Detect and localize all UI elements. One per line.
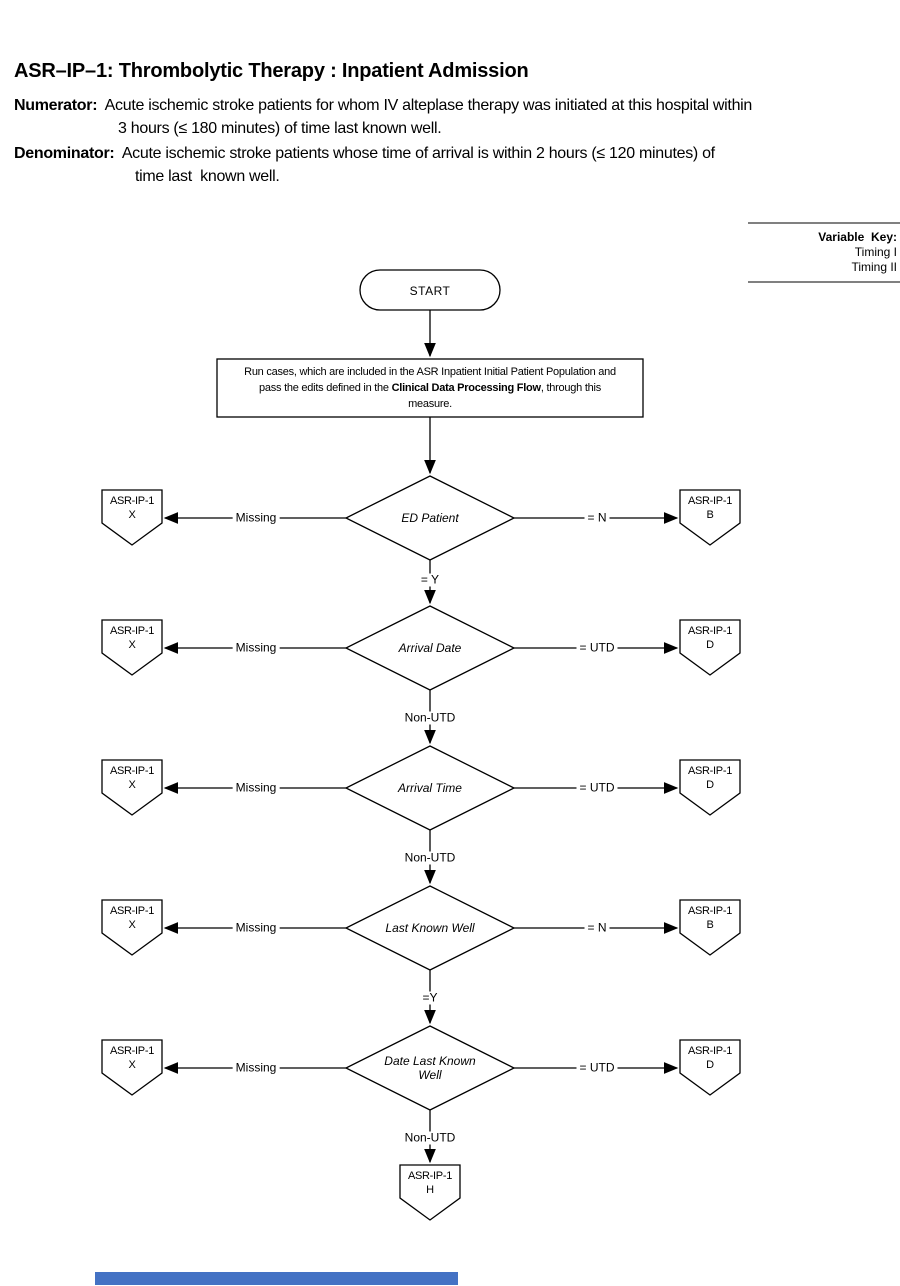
bottom-accent-bar — [95, 1272, 458, 1285]
edge-label-missing: Missing — [232, 921, 280, 935]
process-line-2: pass the edits defined in the Clinical D… — [259, 382, 601, 394]
numerator-text: Acute ischemic stroke patients for whom … — [97, 97, 753, 114]
edge-label-down: Non-UTD — [401, 711, 459, 725]
decision-label: Arrival Date — [398, 641, 462, 655]
edge-label-missing: Missing — [232, 781, 280, 795]
connector-left-x-5 — [101, 1039, 163, 1096]
edge-label-missing: Missing — [232, 1061, 280, 1075]
connector-left-x-1 — [101, 489, 163, 546]
edge-label-right: = N — [584, 921, 610, 935]
edge-label-right: = UTD — [576, 1061, 618, 1075]
process-line-1: Run cases, which are included in the ASR… — [244, 366, 616, 378]
denominator-label: Denominator: — [14, 145, 115, 162]
decision-label: Arrival Time — [398, 781, 462, 795]
edge-label-right: = UTD — [576, 641, 618, 655]
numerator-line-1: Numerator: Acute ischemic stroke patient… — [14, 97, 752, 115]
process-line-3: measure. — [408, 398, 452, 410]
variable-key-item: Timing II — [851, 260, 897, 274]
numerator-label: Numerator: — [14, 97, 98, 114]
denominator-line-1: Denominator: Acute ischemic stroke patie… — [14, 145, 715, 163]
edge-label-down: = Y — [417, 573, 443, 587]
connector-right-d-2 — [679, 619, 741, 676]
decision-label: ED Patient — [401, 511, 459, 525]
process-text: Run cases, which are included in the ASR… — [210, 364, 650, 412]
connector-left-x-3 — [101, 759, 163, 816]
process-box — [216, 358, 644, 418]
denominator-text: Acute ischemic stroke patients whose tim… — [114, 145, 715, 162]
variable-key-item: Timing I — [854, 245, 897, 259]
variable-key-title: Variable Key: — [818, 230, 897, 244]
connector-right-d-3 — [679, 759, 741, 816]
denominator-line-2: time last known well. — [135, 168, 280, 185]
connector-right-b-1 — [679, 489, 741, 546]
numerator-line-2: 3 hours (≤ 180 minutes) of time last kno… — [118, 120, 442, 137]
edge-label-missing: Missing — [232, 641, 280, 655]
page-title: ASR–IP–1: Thrombolytic Therapy : Inpatie… — [14, 60, 529, 82]
connector-left-x-4 — [101, 899, 163, 956]
connector-left-x-2 — [101, 619, 163, 676]
edge-label-missing: Missing — [232, 511, 280, 525]
edge-label-down: Non-UTD — [401, 851, 459, 865]
connector-right-b-4 — [679, 899, 741, 956]
decision-label: Last Known Well — [385, 921, 475, 935]
edge-label-right: = N — [584, 511, 610, 525]
start-label: START — [409, 284, 451, 298]
edge-label-down: Non-UTD — [401, 1131, 459, 1145]
connector-bottom-h — [399, 1164, 461, 1221]
edge-label-down: =Y — [419, 991, 441, 1005]
edge-label-right: = UTD — [576, 781, 618, 795]
connector-right-d-5 — [679, 1039, 741, 1096]
variable-key: Variable Key: Timing I Timing II — [748, 222, 900, 283]
